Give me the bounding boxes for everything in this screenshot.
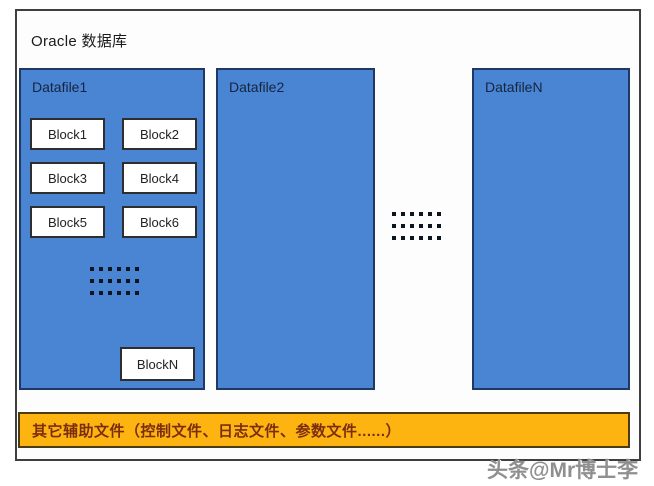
block-item: Block4 bbox=[122, 162, 197, 194]
diagram-title: Oracle 数据库 bbox=[31, 33, 128, 50]
datafile1-label: Datafile1 bbox=[32, 79, 88, 95]
datafile1-box: Datafile1 Block1 Block2 Block3 Block4 Bl… bbox=[19, 68, 205, 390]
oracle-database-container: Oracle 数据库 Datafile1 Block1 Block2 Block… bbox=[15, 9, 641, 461]
ellipsis-dots-datafiles bbox=[392, 212, 441, 240]
block-item: Block3 bbox=[30, 162, 105, 194]
block-grid: Block1 Block2 Block3 Block4 Block5 Block… bbox=[30, 118, 197, 238]
block-item: Block5 bbox=[30, 206, 105, 238]
watermark-text: 头条@Mr博士李 bbox=[487, 459, 639, 482]
datafile2-label: Datafile2 bbox=[229, 79, 285, 95]
datafileN-box: DatafileN bbox=[472, 68, 630, 390]
block-item: Block6 bbox=[122, 206, 197, 238]
datafile2-box: Datafile2 bbox=[216, 68, 375, 390]
auxiliary-files-bar: 其它辅助文件（控制文件、日志文件、参数文件......） bbox=[18, 412, 630, 448]
block-item: Block2 bbox=[122, 118, 197, 150]
datafileN-label: DatafileN bbox=[485, 79, 543, 95]
ellipsis-dots-blocks bbox=[90, 267, 139, 295]
block-n-item: BlockN bbox=[120, 347, 195, 381]
block-item: Block1 bbox=[30, 118, 105, 150]
